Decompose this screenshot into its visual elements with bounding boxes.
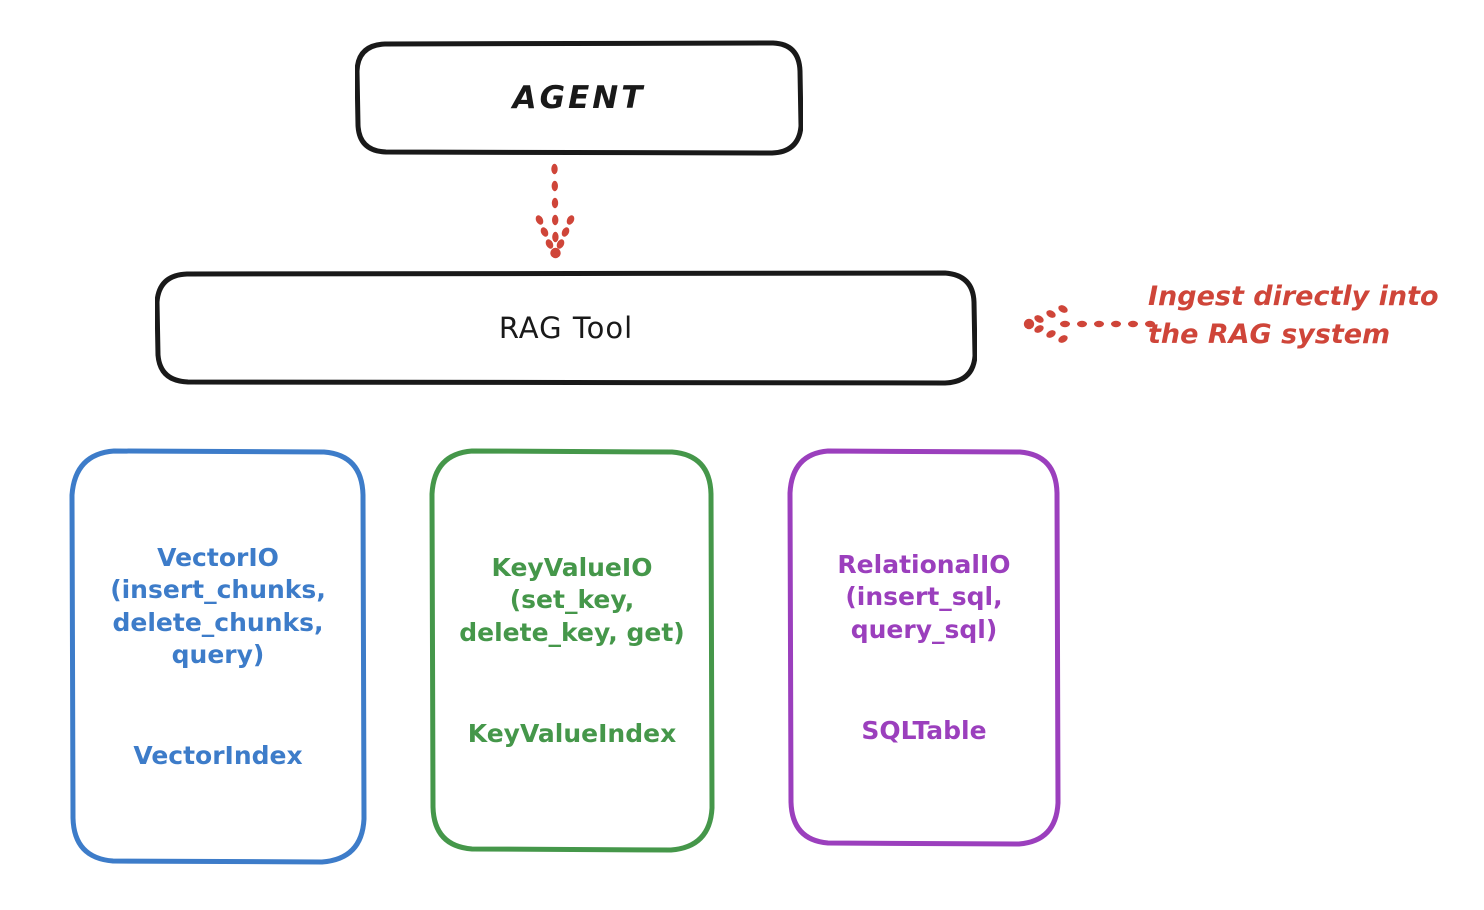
- relational-io-index: SQLTable: [861, 715, 987, 745]
- key-value-io-text: KeyValueIO (set_key, delete_key, get) Ke…: [459, 519, 684, 783]
- vector-io-text: VectorIO (insert_chunks, delete_chunks, …: [110, 509, 326, 805]
- vector-io-index: VectorIndex: [133, 741, 303, 770]
- relational-io-signature: RelationalIO (insert_sql, query_sql): [837, 549, 1011, 644]
- key-value-io-index: KeyValueIndex: [467, 718, 677, 748]
- vector-io-node[interactable]: VectorIO (insert_chunks, delete_chunks, …: [68, 447, 368, 867]
- key-value-io-node[interactable]: KeyValueIO (set_key, delete_key, get) Ke…: [428, 447, 716, 855]
- agent-label: AGENT: [512, 79, 646, 116]
- ingest-annotation-text: Ingest directly into the RAG system: [1148, 281, 1439, 351]
- key-value-io-signature: KeyValueIO (set_key, delete_key, get): [459, 552, 685, 647]
- rag-tool-node[interactable]: RAG Tool: [155, 270, 977, 386]
- rag-tool-label: RAG Tool: [498, 310, 634, 345]
- agent-to-rag-arrow: [535, 163, 575, 259]
- relational-io-text: RelationalIO (insert_sql, query_sql) SQL…: [837, 516, 1010, 780]
- agent-node[interactable]: AGENT: [355, 40, 803, 156]
- vector-io-signature: VectorIO (insert_chunks, delete_chunks, …: [110, 542, 326, 670]
- ingest-arrow: [1023, 305, 1155, 343]
- relational-io-node[interactable]: RelationalIO (insert_sql, query_sql) SQL…: [786, 447, 1062, 849]
